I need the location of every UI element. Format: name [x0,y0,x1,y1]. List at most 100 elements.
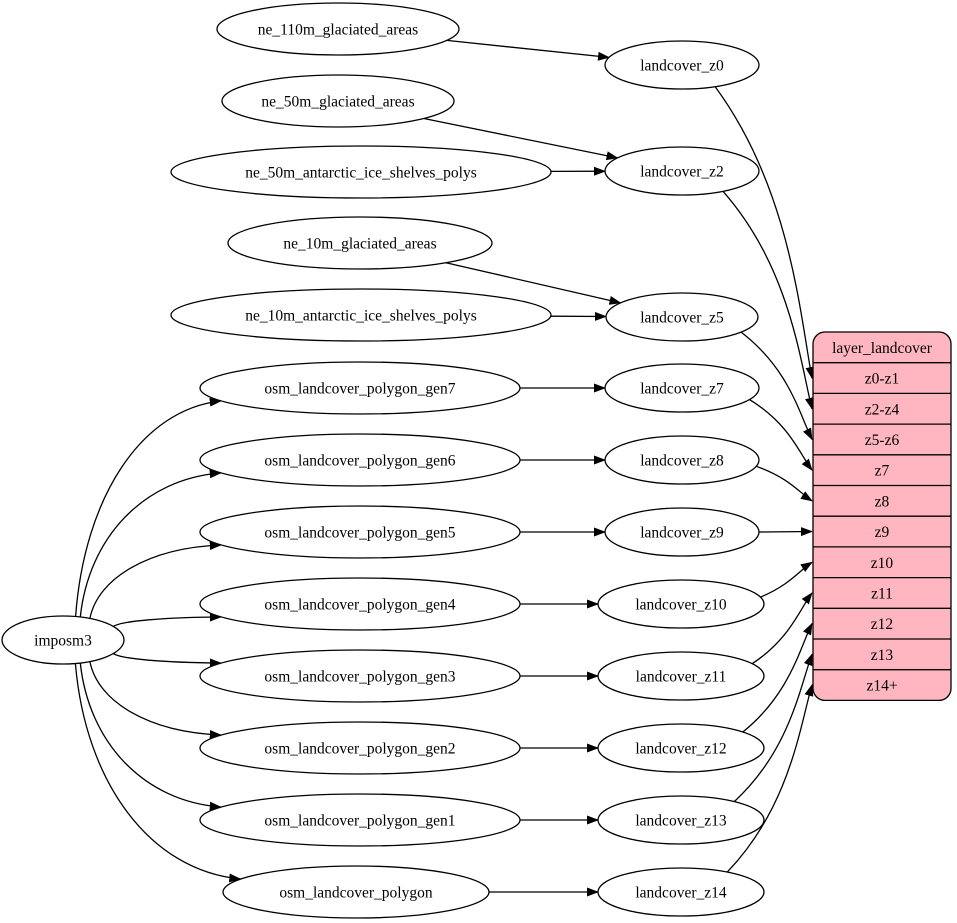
node-osm_landcover_polygon: osm_landcover_polygon [222,865,490,919]
edge-imposm3-to-osm_landcover_polygon_gen7 [74,397,222,617]
node-ellipse [199,649,521,703]
record-row-label: z11 [871,586,893,603]
node-label: landcover_z2 [640,164,724,181]
node-label: osm_landcover_polygon_gen6 [264,453,455,470]
node-ellipse [604,435,760,485]
record-row-label: z9 [875,524,890,541]
edge-imposm3-to-osm_landcover_polygon_gen3 [113,652,222,668]
edge-landcover_z14-to-row-z14+ [726,684,814,873]
node-label: osm_landcover_polygon_gen2 [264,741,455,758]
node-osm_landcover_polygon_gen5: osm_landcover_polygon_gen5 [199,505,521,559]
node-label: osm_landcover_polygon [279,885,433,902]
node-landcover_z12: landcover_z12 [597,723,765,773]
node-osm_landcover_polygon_gen2: osm_landcover_polygon_gen2 [199,721,521,775]
node-ellipse [170,288,552,342]
node-ellipse [199,793,521,847]
node-osm_landcover_polygon_gen7: osm_landcover_polygon_gen7 [199,361,521,415]
node-landcover_z2: landcover_z2 [604,146,760,196]
record-row-label: z13 [871,647,894,664]
node-ne_110m_glaciated_areas: ne_110m_glaciated_areas [216,2,460,56]
node-label: imposm3 [34,633,92,650]
node-label: landcover_z10 [635,597,726,614]
node-label: landcover_z14 [635,885,726,902]
node-osm_landcover_polygon_gen4: osm_landcover_polygon_gen4 [199,577,521,631]
node-ellipse [199,721,521,775]
node-landcover_z5: landcover_z5 [605,292,759,342]
record-row-label: z7 [875,463,890,480]
edge-landcover_z8-to-row-z8 [756,465,813,502]
node-landcover_z14: landcover_z14 [597,867,765,917]
node-ellipse [604,146,760,196]
node-ne_10m_glaciated_areas: ne_10m_glaciated_areas [227,216,493,270]
node-label: landcover_z12 [635,741,726,758]
node-osm_landcover_polygon_gen6: osm_landcover_polygon_gen6 [199,433,521,487]
node-ellipse [216,2,460,56]
record-row-label: z5-z6 [865,432,900,449]
node-ne_50m_antarctic_ice_shelves_polys: ne_50m_antarctic_ice_shelves_polys [170,145,552,199]
node-ellipse [199,433,521,487]
node-ellipse [604,363,760,413]
node-label: ne_50m_antarctic_ice_shelves_polys [245,165,477,182]
edge-imposm3-to-osm_landcover_polygon_gen5 [89,540,222,619]
node-ellipse [1,615,125,665]
node-label: osm_landcover_polygon_gen4 [264,597,455,614]
edge-landcover_z0-to-row-z0-z1 [714,86,815,380]
edge-ne_50m_glaciated_areas-to-landcover_z2 [423,117,619,161]
node-ellipse [605,292,759,342]
record-row-label: z8 [875,493,890,510]
edge-landcover_z12-to-row-z12 [742,622,813,733]
node-label: landcover_z5 [640,310,724,327]
node-ellipse [597,723,765,773]
edge-imposm3-to-osm_landcover_polygon_gen4 [113,612,222,628]
node-landcover_z8: landcover_z8 [604,435,760,485]
edge-landcover_z5-to-row-z5-z6 [740,331,813,441]
node-label: landcover_z9 [640,525,724,542]
node-ne_10m_antarctic_ice_shelves_polys: ne_10m_antarctic_ice_shelves_polys [170,288,552,342]
node-label: ne_10m_glaciated_areas [283,236,436,253]
node-landcover_z0: landcover_z0 [604,40,760,90]
edge-landcover_z9-to-row-z9 [758,527,813,537]
node-landcover_z10: landcover_z10 [597,579,765,629]
node-ellipse [199,505,521,559]
record-node-layer_landcover: layer_landcoverz0-z1z2-z4z5-z6z7z8z9z10z… [812,331,952,702]
node-label: osm_landcover_polygon_gen3 [264,669,455,686]
node-ellipse [604,507,760,557]
node-label: ne_50m_glaciated_areas [261,94,414,111]
node-label: landcover_z0 [640,58,724,75]
node-ellipse [170,145,552,199]
node-label: landcover_z7 [640,381,724,398]
record-row-label: z12 [871,616,893,633]
node-label: landcover_z11 [636,669,727,686]
node-ellipse [222,865,490,919]
edge-ne_10m_glaciated_areas-to-landcover_z5 [445,262,622,305]
node-ellipse [597,795,765,845]
node-osm_landcover_polygon_gen1: osm_landcover_polygon_gen1 [199,793,521,847]
record-row-label: z14+ [866,678,897,695]
node-label: landcover_z8 [640,453,724,470]
edges-layer [74,39,815,897]
edge-imposm3-to-osm_landcover_polygon_gen1 [79,662,222,811]
node-label: osm_landcover_polygon_gen1 [264,813,455,830]
node-landcover_z7: landcover_z7 [604,363,760,413]
node-label: ne_10m_antarctic_ice_shelves_polys [245,308,477,325]
node-ellipse [221,74,455,128]
node-ne_50m_glaciated_areas: ne_50m_glaciated_areas [221,74,455,128]
node-label: landcover_z13 [635,813,726,830]
node-landcover_z13: landcover_z13 [597,795,765,845]
node-ellipse [604,40,760,90]
edge-landcover_z11-to-row-z11 [751,592,813,665]
edge-ne_110m_glaciated_areas-to-landcover_z0 [446,39,610,61]
record-row-label: z10 [871,555,894,572]
node-osm_landcover_polygon_gen3: osm_landcover_polygon_gen3 [199,649,521,703]
edge-imposm3-to-osm_landcover_polygon [74,663,242,883]
edge-landcover_z7-to-row-z7 [749,399,813,471]
node-label: osm_landcover_polygon_gen5 [264,525,455,542]
node-label: osm_landcover_polygon_gen7 [264,381,455,398]
edge-imposm3-to-osm_landcover_polygon_gen2 [89,661,222,740]
node-ellipse [227,216,493,270]
edge-imposm3-to-osm_landcover_polygon_gen6 [79,469,222,618]
node-landcover_z9: landcover_z9 [604,507,760,557]
record-row-label: z0-z1 [865,371,899,388]
